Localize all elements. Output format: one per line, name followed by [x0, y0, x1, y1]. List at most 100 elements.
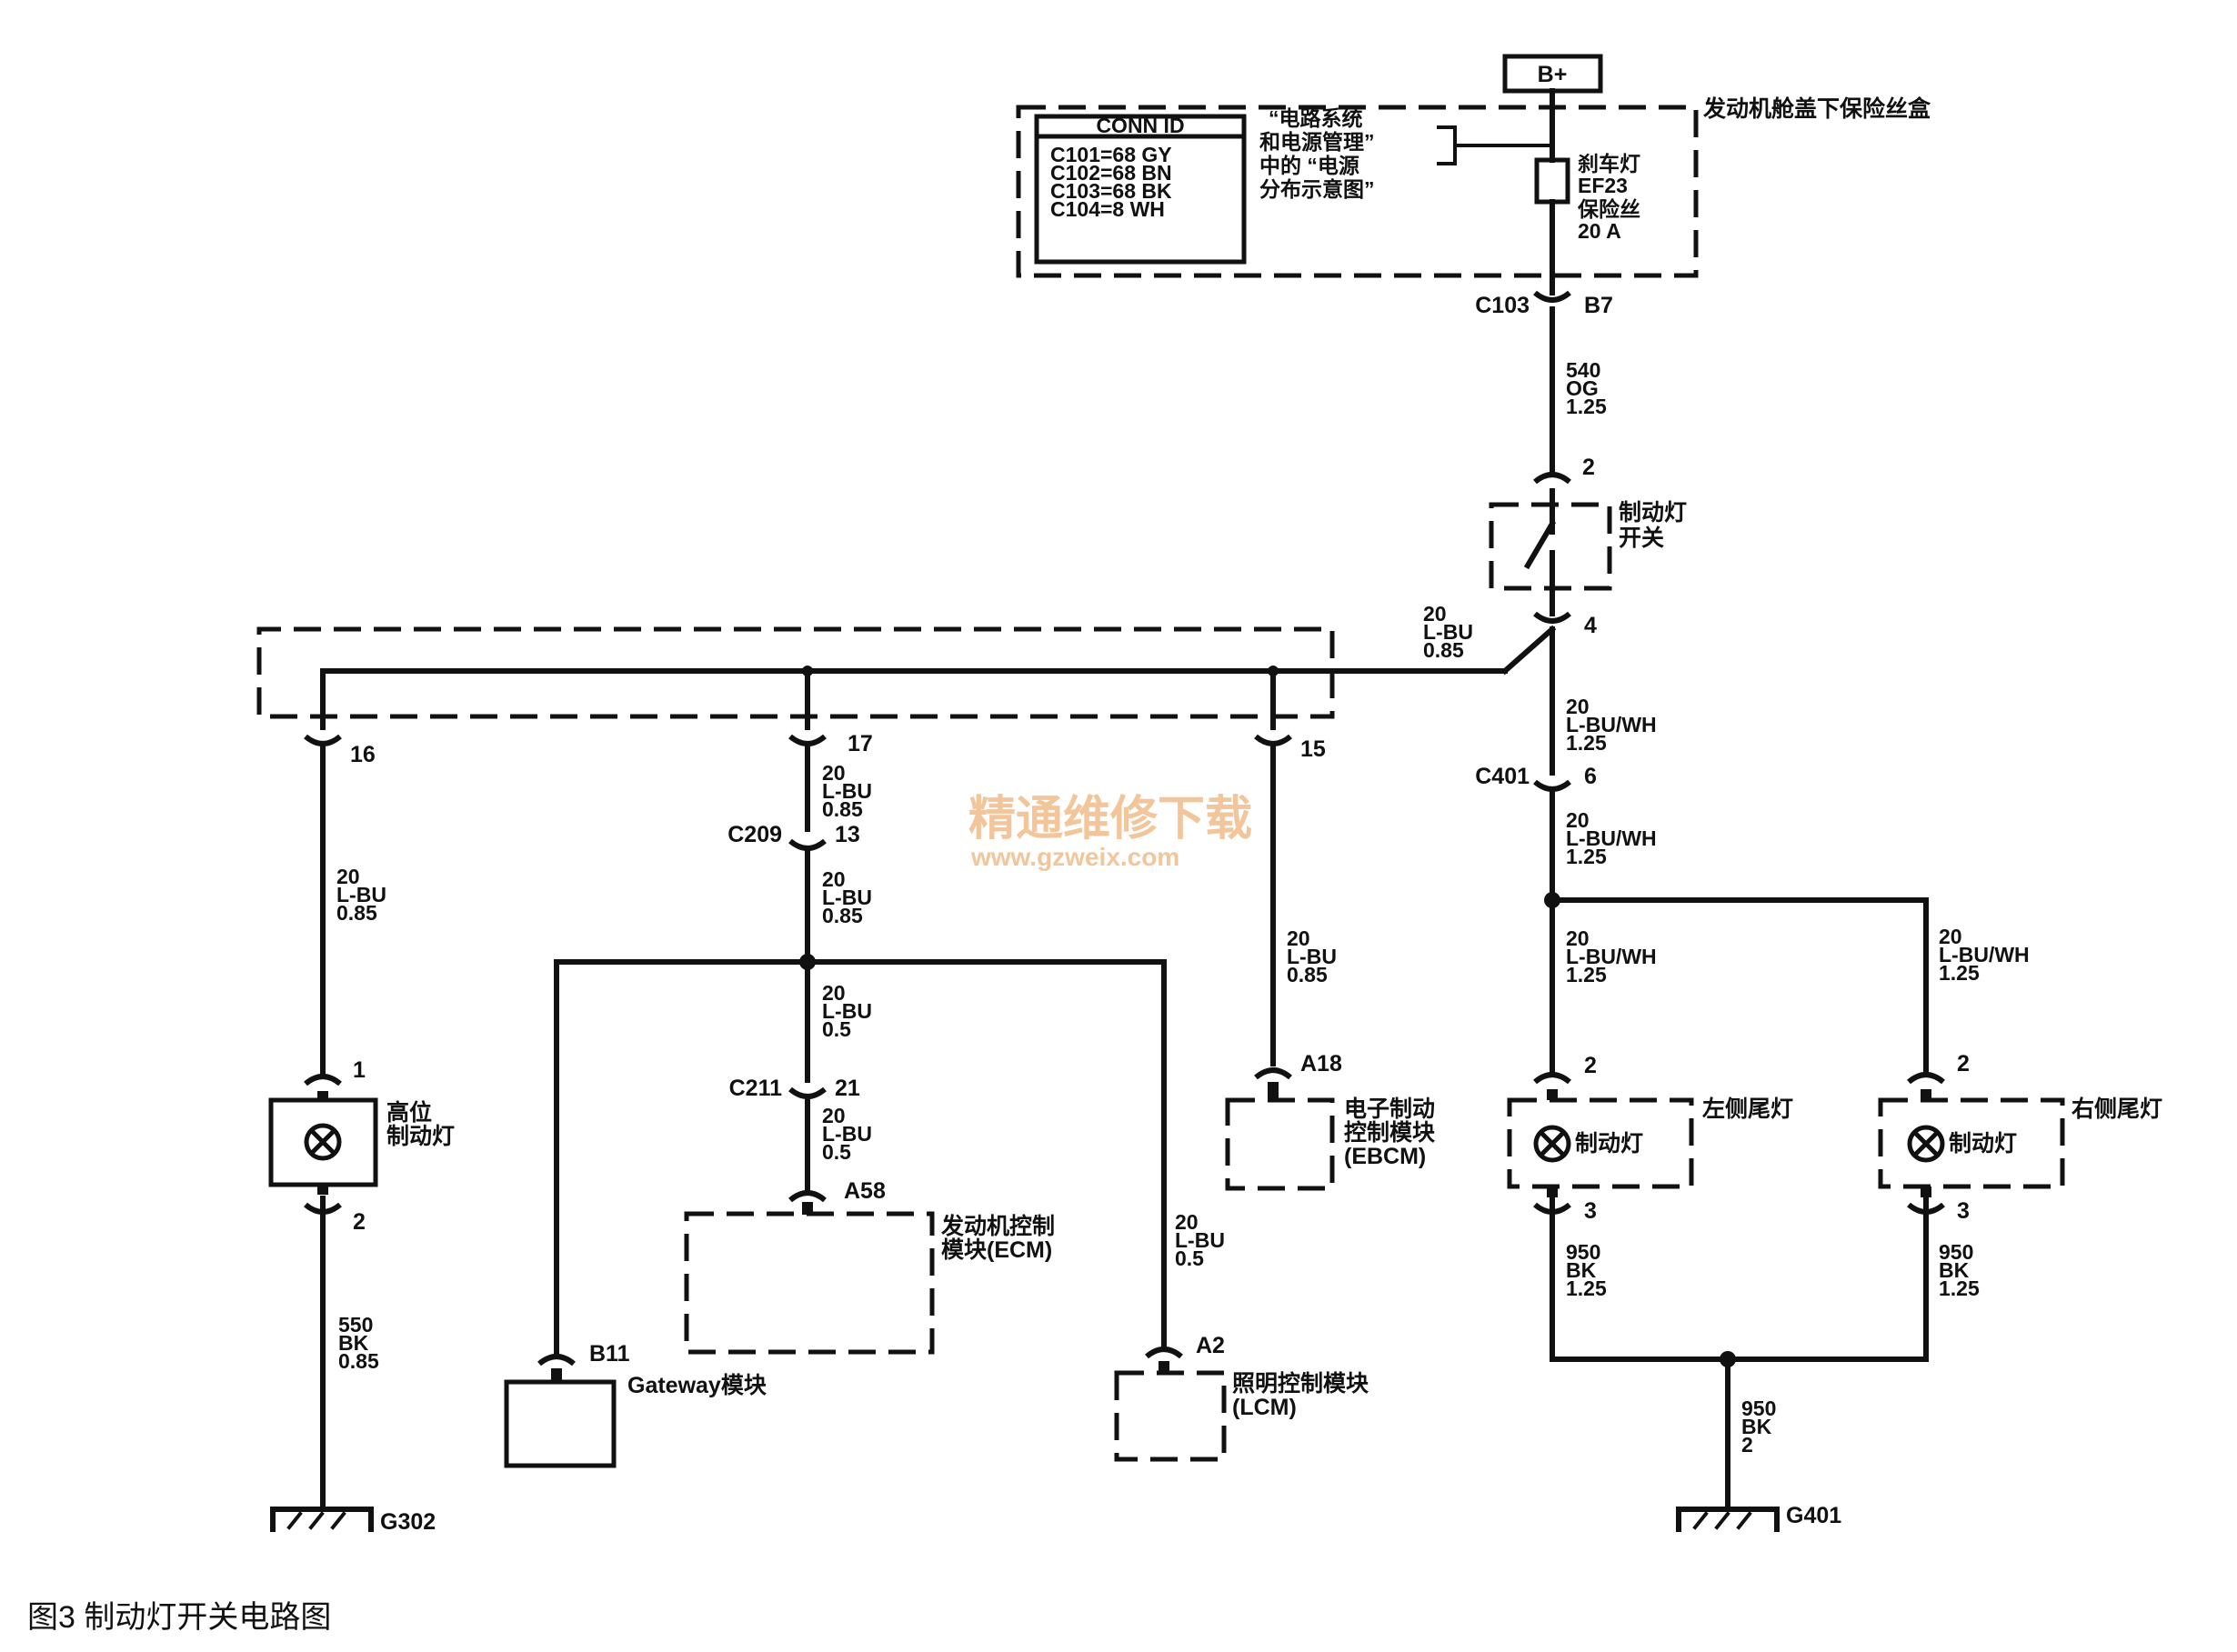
svg-text:L-BU/WH: L-BU/WH: [1566, 945, 1657, 968]
lamp-icon: [1907, 1125, 1945, 1163]
svg-text:540: 540: [1566, 358, 1600, 382]
svg-text:950: 950: [1741, 1397, 1776, 1420]
svg-text:20: 20: [1566, 695, 1590, 718]
power-b-plus: B+: [1502, 54, 1603, 94]
power-distribution-reference: “电路系统 和电源管理” 中的 “电源 分布示意图”: [1259, 106, 1554, 201]
svg-text:L-BU/WH: L-BU/WH: [1566, 713, 1657, 736]
svg-text:1.25: 1.25: [1566, 963, 1607, 986]
splice-dot: [1720, 1351, 1736, 1367]
connector-hmsl-2: [304, 1202, 342, 1215]
ecm-outline: [684, 1211, 935, 1355]
conn-id-row: C102=68 BN: [1050, 161, 1172, 185]
svg-text:L-BU: L-BU: [822, 779, 872, 803]
connector-left-tail-3: [1533, 1202, 1571, 1215]
svg-text:高位: 高位: [386, 1099, 432, 1126]
svg-text:L-BU/WH: L-BU/WH: [1939, 943, 2030, 966]
svg-text:制动灯: 制动灯: [1949, 1131, 2017, 1156]
svg-text:右侧尾灯: 右侧尾灯: [2071, 1096, 2162, 1122]
svg-text:1.25: 1.25: [1566, 731, 1607, 755]
pin-label: 13: [835, 822, 860, 847]
svg-text:2: 2: [1741, 1433, 1753, 1457]
svg-text:L-BU/WH: L-BU/WH: [1566, 826, 1657, 850]
wire-label: 20 L-BU/WH 1.25: [1566, 926, 1657, 986]
pin-label: 17: [848, 731, 873, 756]
svg-text:BK: BK: [338, 1331, 369, 1355]
pin-label: 6: [1584, 764, 1597, 789]
connector-ebcm: [1254, 1067, 1292, 1080]
wire-labels: 540 OG 1.25 20 L-BU 0.85 20 L-BU/WH 1.25…: [336, 358, 2030, 1457]
svg-text:20: 20: [336, 865, 360, 888]
lighting-control-module: 照明控制模块 (LCM): [1114, 1361, 1369, 1462]
pin-label: 16: [350, 742, 376, 767]
svg-text:L-BU: L-BU: [1423, 620, 1473, 644]
wire-label: 20 L-BU/WH 1.25: [1566, 808, 1657, 868]
watermark-text: 精通维修下载: [968, 793, 1252, 846]
svg-text:20: 20: [1939, 925, 1962, 948]
pin-label: B11: [589, 1341, 630, 1367]
lamp-icon: [304, 1123, 342, 1161]
wire-label: 20 L-BU 0.85: [822, 761, 872, 821]
ground-g401: G401: [1676, 1503, 1841, 1532]
wire-label: 20 L-BU 0.5: [1175, 1210, 1225, 1270]
connector-lcm: [1145, 1347, 1183, 1359]
high-mounted-stop-lamp: 高位 制动灯: [268, 1091, 455, 1195]
svg-text:1.25: 1.25: [1939, 961, 1980, 985]
wire-label: 20 L-BU 0.5: [822, 981, 872, 1041]
svg-text:发动机控制: 发动机控制: [940, 1213, 1055, 1239]
svg-text:0.85: 0.85: [336, 901, 377, 925]
svg-text:L-BU: L-BU: [1287, 945, 1337, 968]
pin-label: A2: [1196, 1333, 1225, 1358]
connector-switch-out: [1533, 611, 1571, 624]
wire-label: 20 L-BU 0.5: [822, 1104, 872, 1164]
svg-text:1.25: 1.25: [1939, 1277, 1980, 1300]
svg-text:0.85: 0.85: [1287, 963, 1328, 986]
conn-id-header: CONN ID: [1096, 114, 1184, 137]
svg-text:20: 20: [1287, 926, 1310, 950]
wire-label: 950 BK 2: [1741, 1397, 1776, 1457]
svg-text:电子制动: 电子制动: [1344, 1096, 1435, 1122]
fuse-box-title: 发动机舱盖下保险丝盒: [1702, 95, 1931, 122]
svg-text:950: 950: [1566, 1240, 1600, 1264]
watermark-url: www.gzweix.com: [970, 843, 1179, 871]
connector-hmsl-in: [304, 734, 342, 746]
svg-text:(EBCM): (EBCM): [1344, 1144, 1426, 1169]
wire-label: 20 L-BU 0.85: [336, 865, 386, 925]
gateway-module: Gateway模块: [504, 1368, 767, 1468]
connector-right-tail-2: [1907, 1072, 1945, 1085]
svg-text:0.85: 0.85: [822, 797, 863, 821]
svg-text:OG: OG: [1566, 376, 1599, 400]
connector-labels: C103 B7 2 4 C401 6 16 17 15 C209 13 C211…: [350, 293, 1970, 1367]
left-tail-outline: [1507, 1097, 1694, 1189]
svg-text:1.25: 1.25: [1566, 1277, 1607, 1300]
lcm-outline: [1114, 1370, 1227, 1462]
pin-label: 21: [835, 1076, 860, 1101]
svg-text:制动灯: 制动灯: [1619, 500, 1687, 526]
connector-switch-in: [1533, 472, 1571, 485]
connector-c209-top: [788, 734, 827, 746]
svg-text:分布示意图”: 分布示意图”: [1259, 177, 1375, 201]
pin-label: B7: [1584, 293, 1613, 318]
svg-text:0.5: 0.5: [1175, 1247, 1204, 1270]
splice-dot: [799, 954, 816, 970]
engine-control-module: 发动机控制 模块(ECM): [684, 1202, 1055, 1355]
fuse-box: 发动机舱盖下保险丝盒 CONN ID C101=68 GY C102=68 BN…: [1016, 95, 1931, 278]
wire-label: 550 BK 0.85: [338, 1313, 379, 1373]
svg-text:模块(ECM): 模块(ECM): [941, 1236, 1052, 1263]
pin-label: 2: [1957, 1051, 1970, 1076]
conn-id-row: C103=68 BK: [1050, 179, 1172, 203]
wire-label: 20 L-BU/WH 1.25: [1566, 695, 1657, 755]
svg-text:20: 20: [1423, 602, 1447, 626]
wire-label: 20 L-BU 0.85: [822, 867, 872, 927]
connector-hmsl-1: [304, 1074, 342, 1086]
svg-text:0.85: 0.85: [1423, 638, 1464, 662]
connector-c401: [1533, 779, 1571, 792]
pin-label: 2: [1582, 455, 1595, 480]
splice-dot: [802, 666, 813, 676]
svg-text:G401: G401: [1786, 1503, 1841, 1528]
lamp-icon: [1533, 1125, 1571, 1163]
fuse-ef23: 刹车灯 EF23 保险丝 20 A: [1534, 152, 1640, 243]
wires: [320, 88, 1929, 1512]
svg-text:L-BU: L-BU: [822, 999, 872, 1023]
svg-text:L-BU: L-BU: [822, 1122, 872, 1146]
wire-label: 950 BK 1.25: [1939, 1240, 1980, 1300]
